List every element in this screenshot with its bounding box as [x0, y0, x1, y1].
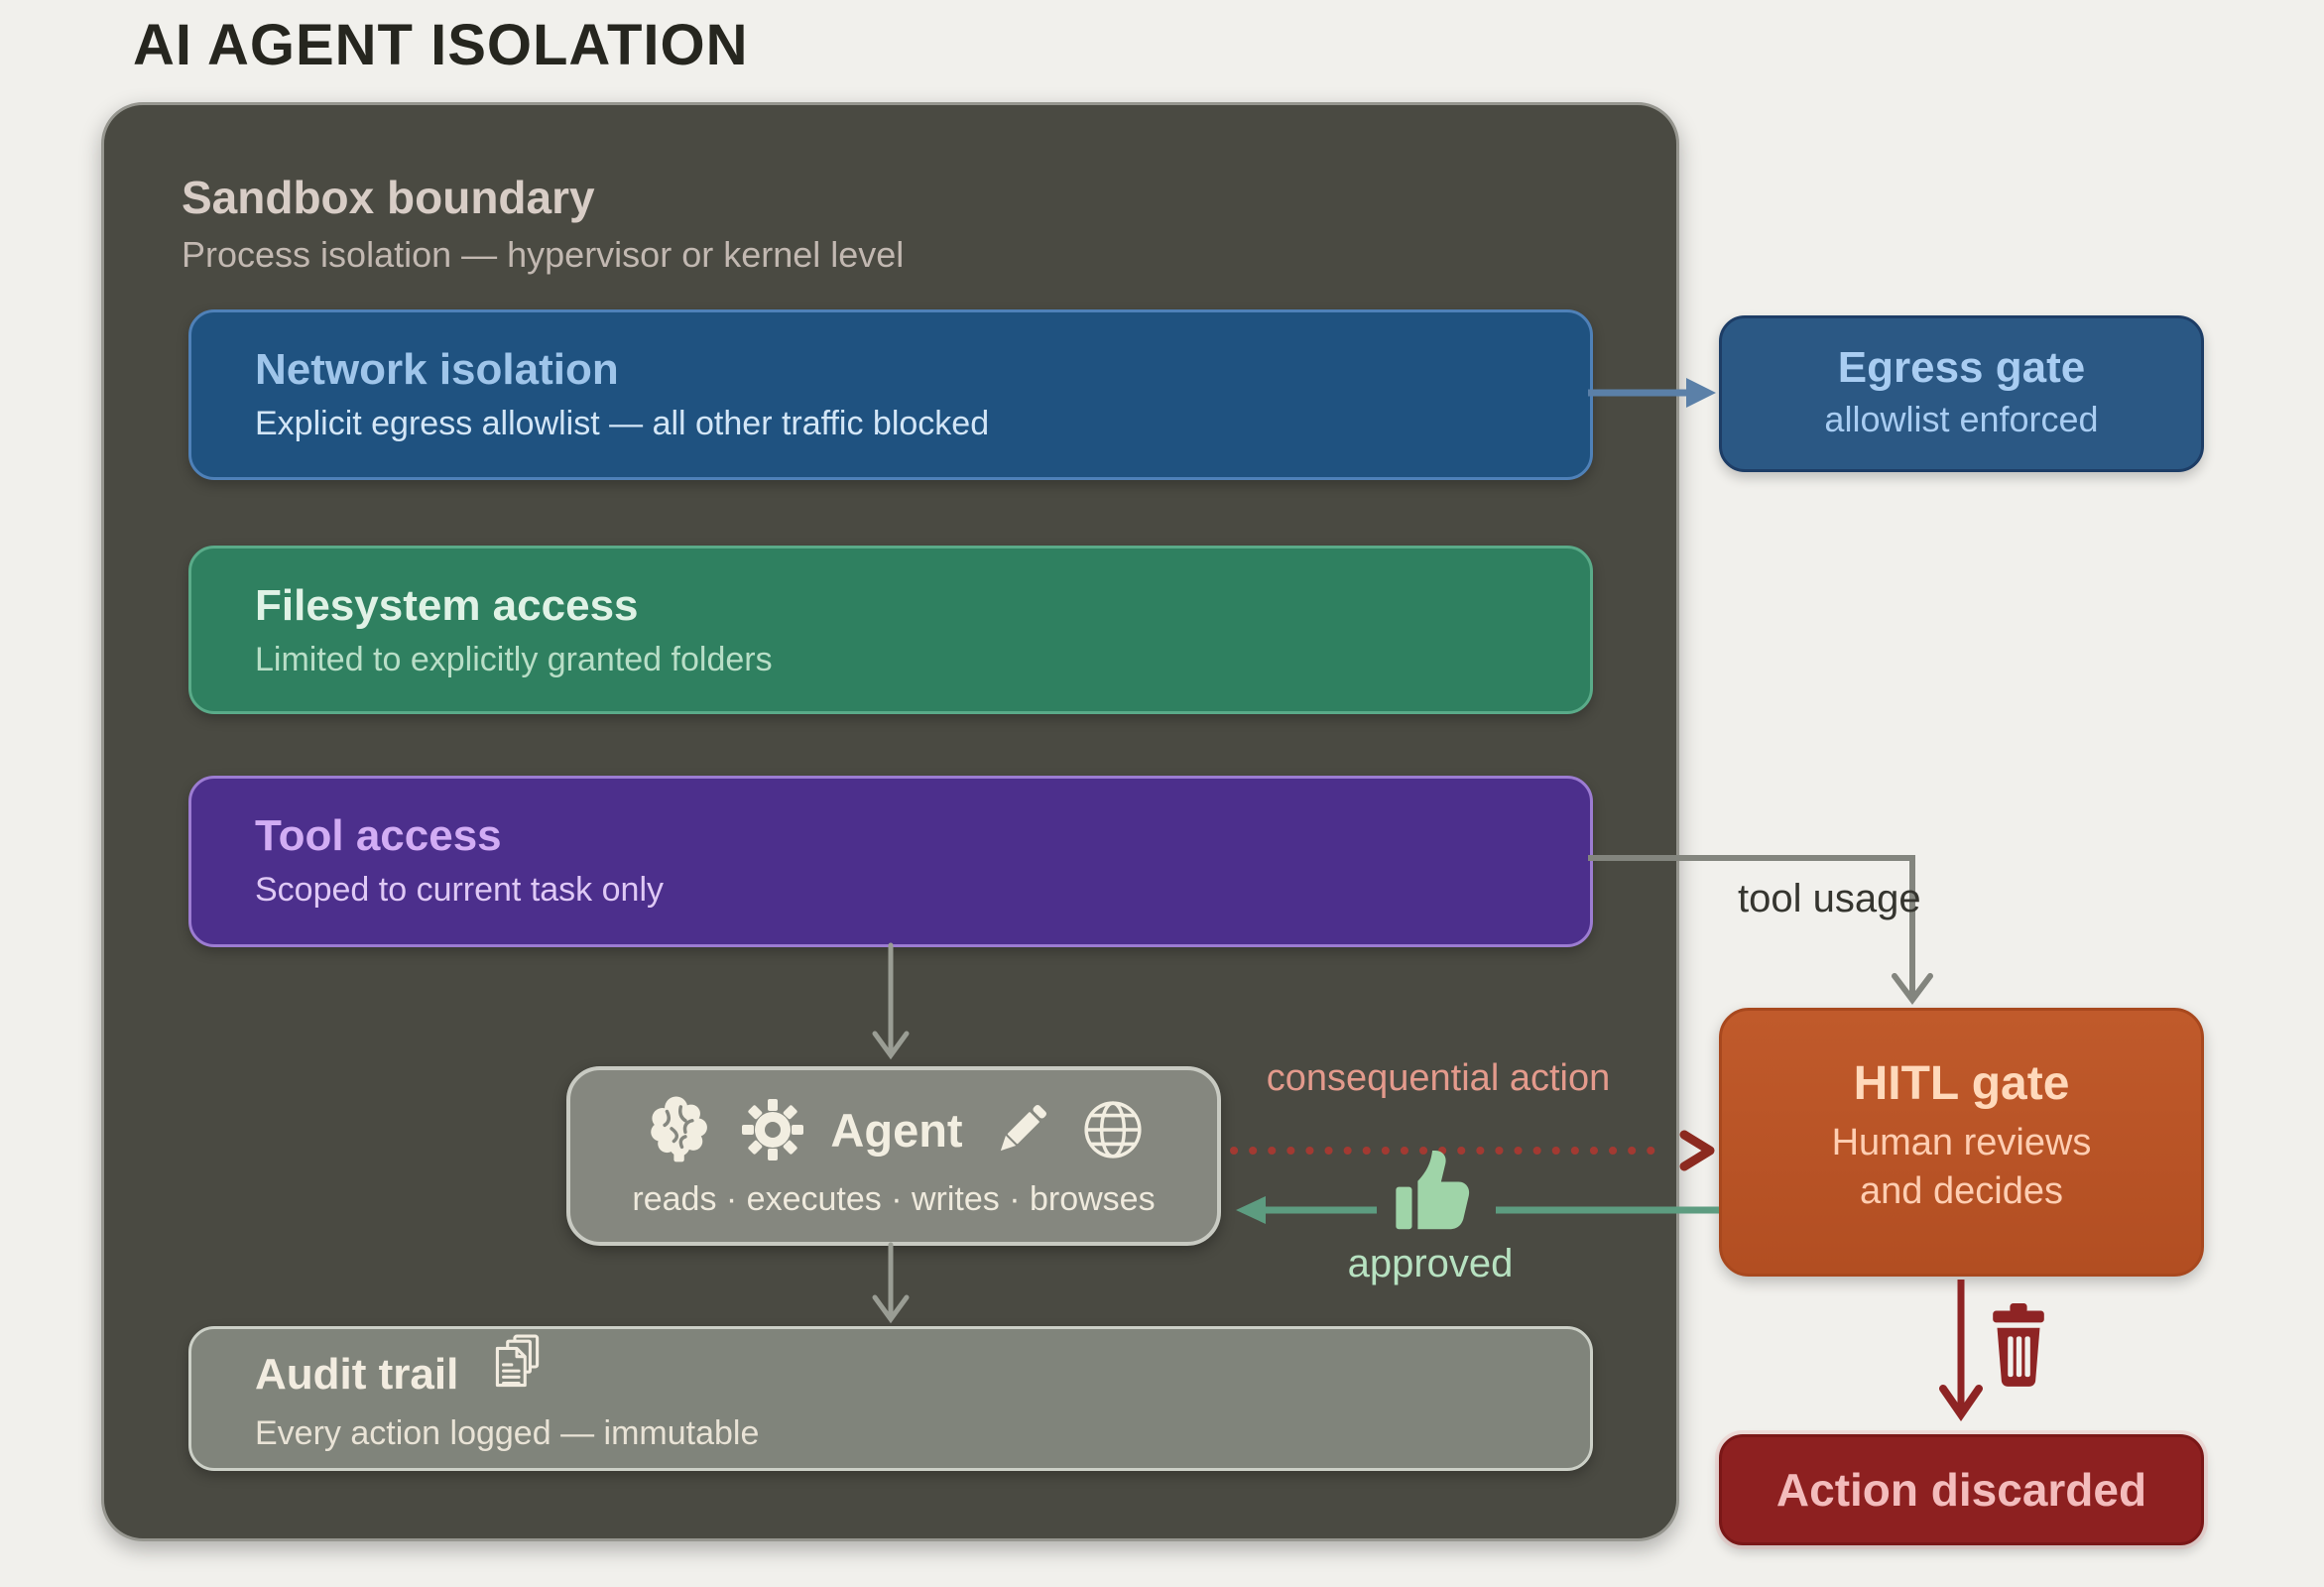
- filesystem-access-subtitle: Limited to explicitly granted folders: [255, 641, 773, 678]
- agent-box: Agent: [566, 1066, 1221, 1246]
- tool-access-title: Tool access: [255, 811, 502, 860]
- sandbox-subtitle: Process isolation — hypervisor or kernel…: [182, 234, 905, 275]
- tool-usage-label: tool usage: [1738, 877, 1921, 920]
- filesystem-access-title: Filesystem access: [255, 581, 639, 630]
- egress-gate-title: Egress gate: [1837, 343, 2086, 392]
- audit-trail-subtitle: Every action logged — immutable: [255, 1414, 760, 1452]
- hitl-to-discard-arrow: [1939, 1280, 1983, 1422]
- sandbox-boundary-box: Sandbox boundary Process isolation — hyp…: [101, 102, 1679, 1541]
- hitl-subtitle-line1: Human reviews: [1831, 1122, 2092, 1163]
- page-title: AI AGENT ISOLATION: [133, 13, 749, 77]
- audit-trail-title: Audit trail: [255, 1350, 459, 1399]
- network-isolation-title: Network isolation: [255, 345, 619, 394]
- action-discarded-box: Action discarded: [1719, 1434, 2204, 1545]
- network-isolation-box: Network isolation Explicit egress allowl…: [188, 309, 1593, 480]
- agent-header-row: Agent: [642, 1093, 1145, 1166]
- network-isolation-subtitle: Explicit egress allowlist — all other tr…: [255, 405, 990, 442]
- pencil-icon: [1000, 1105, 1046, 1152]
- hitl-subtitle-line2: and decides: [1860, 1169, 2063, 1212]
- hitl-gate-box: HITL gate Human reviews and decides: [1719, 1008, 2204, 1277]
- hitl-gate-title: HITL gate: [1853, 1057, 2070, 1110]
- thumbs-up-icon: [1396, 1150, 1470, 1230]
- egress-gate-box: Egress gate allowlist enforced: [1719, 315, 2204, 472]
- agent-title: Agent: [830, 1103, 963, 1157]
- brain-icon: [651, 1096, 708, 1162]
- gear-icon: [742, 1099, 804, 1160]
- tool-access-subtitle: Scoped to current task only: [255, 871, 665, 909]
- consequential-action-label: consequential action: [1266, 1057, 1611, 1099]
- sandbox-heading-block: Sandbox boundary Process isolation — hyp…: [182, 171, 904, 276]
- egress-gate-subtitle: allowlist enforced: [1824, 399, 2099, 439]
- audit-trail-box: Audit trail Every act: [188, 1326, 1593, 1471]
- agent-capabilities: reads · executes · writes · browses: [632, 1180, 1156, 1218]
- audit-header-row: Audit trail: [255, 1334, 1590, 1408]
- trash-icon: [1993, 1303, 2044, 1387]
- tool-access-box: Tool access Scoped to current task only: [188, 776, 1593, 947]
- globe-icon: [1084, 1101, 1142, 1159]
- action-discarded-title: Action discarded: [1775, 1464, 2147, 1516]
- hitl-gate-subtitle: Human reviews and decides: [1722, 1119, 2201, 1215]
- sandbox-title: Sandbox boundary: [182, 172, 595, 223]
- approved-label: approved: [1347, 1242, 1514, 1285]
- filesystem-access-box: Filesystem access Limited to explicitly …: [188, 546, 1593, 714]
- documents-icon: [496, 1334, 540, 1388]
